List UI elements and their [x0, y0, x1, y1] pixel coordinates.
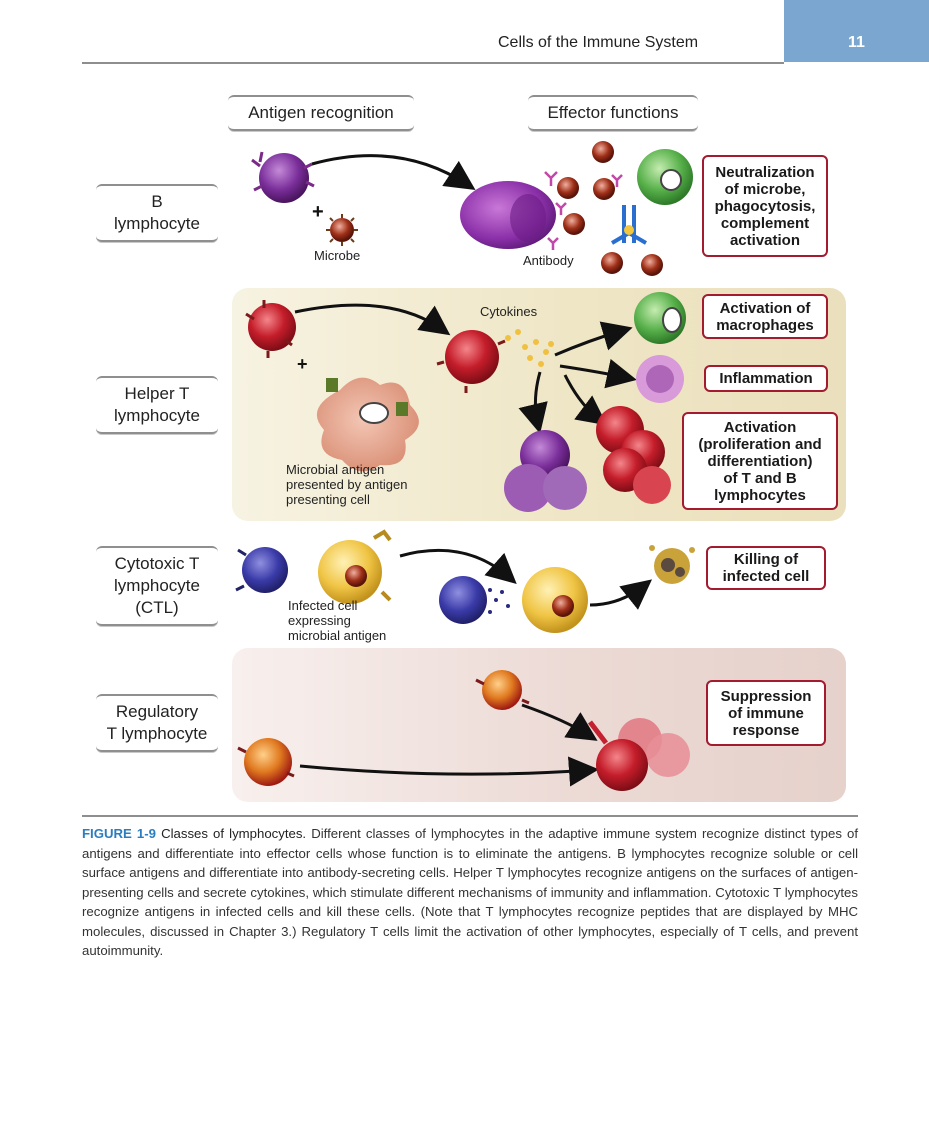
- arrow-to-inflammation: [559, 358, 637, 389]
- function-inflammation: Inflammation: [704, 365, 828, 392]
- suppressed-t-cells: [596, 718, 690, 791]
- function-killing-infected-cell: Killing of infected cell: [706, 546, 826, 590]
- treg-cell-bottom: [237, 738, 295, 786]
- header-rule: [82, 62, 784, 64]
- function-activation-lymphocytes: Activation (proliferation and differenti…: [682, 412, 838, 510]
- figure-caption-text: Different classes of lymphocytes in the …: [82, 826, 858, 958]
- row-label-helper-t: Helper T lymphocyte: [96, 376, 218, 434]
- ctl-naive: [235, 547, 288, 593]
- function-suppression: Suppression of immune response: [706, 680, 826, 746]
- helper-t-effector: [436, 330, 506, 393]
- cytokine-dots: [505, 329, 554, 367]
- antigen-presenting-cell: [316, 377, 419, 472]
- dead-cell-debris: [649, 545, 695, 584]
- row-label-ctl: Cytotoxic T lymphocyte (CTL): [96, 546, 218, 626]
- arrow-to-macrophage: [554, 321, 633, 357]
- plasma-cell: [460, 181, 556, 249]
- figure-caption: FIGURE 1-9 Classes of lymphocytes. Diffe…: [82, 824, 858, 961]
- antibody-cluster: [544, 171, 623, 250]
- b-cell-naive: [251, 151, 315, 203]
- macrophage-green: [634, 292, 686, 344]
- infected-cell: [318, 529, 392, 604]
- b-cell-clones: [504, 430, 587, 512]
- inhibition-bar: [588, 720, 608, 745]
- svg-text:+: +: [312, 201, 324, 223]
- function-neutralization: Neutralization of microbe, phagocytosis,…: [702, 155, 828, 257]
- row-label-b-lymphocyte: B lymphocyte: [96, 184, 218, 242]
- label-antibody: Antibody: [523, 253, 574, 268]
- b-activation-arrow: [311, 154, 476, 190]
- label-microbe: Microbe: [314, 248, 361, 263]
- label-cytokines: Cytokines: [480, 304, 538, 319]
- running-header-title: Cells of the Immune System: [498, 34, 699, 51]
- treg-suppression-arrow: [521, 703, 598, 741]
- inflammatory-cell: [636, 355, 684, 403]
- arrow-to-t-proliferation: [563, 374, 608, 426]
- treg-cell-top: [475, 670, 530, 710]
- svg-text:+: +: [297, 354, 308, 374]
- complement-antibody: [610, 205, 648, 245]
- ctl-effector: [439, 567, 588, 633]
- column-header-antigen-recognition: Antigen recognition: [228, 95, 414, 131]
- page-number: 11: [848, 34, 865, 51]
- helper-activation-arrow: [294, 303, 451, 336]
- helper-t-naive: [245, 300, 296, 358]
- ctl-activation-arrow: [399, 548, 517, 584]
- caption-rule: [82, 815, 858, 817]
- figure-title: Classes of lymphocytes.: [161, 826, 307, 841]
- label-infected-cell: Infected cell expressing microbial antig…: [288, 598, 387, 643]
- treg-path-arrow: [299, 756, 599, 787]
- arrow-to-b-proliferation: [518, 371, 548, 434]
- microbe-b: [326, 214, 358, 246]
- column-header-effector-functions: Effector functions: [528, 95, 698, 131]
- microbes-effector: [557, 141, 663, 276]
- function-activation-macrophages: Activation of macrophages: [702, 294, 828, 339]
- t-cell-clones: [596, 406, 671, 504]
- figure-label: FIGURE 1-9: [82, 826, 156, 841]
- page-number-tab: 11: [784, 0, 929, 62]
- phagocyte-green: [637, 149, 693, 205]
- row-label-regulatory-t: Regulatory T lymphocyte: [96, 694, 218, 752]
- label-antigen-presenting-cell: Microbial antigen presented by antigen p…: [286, 462, 408, 507]
- ctl-killing-arrow: [589, 579, 653, 610]
